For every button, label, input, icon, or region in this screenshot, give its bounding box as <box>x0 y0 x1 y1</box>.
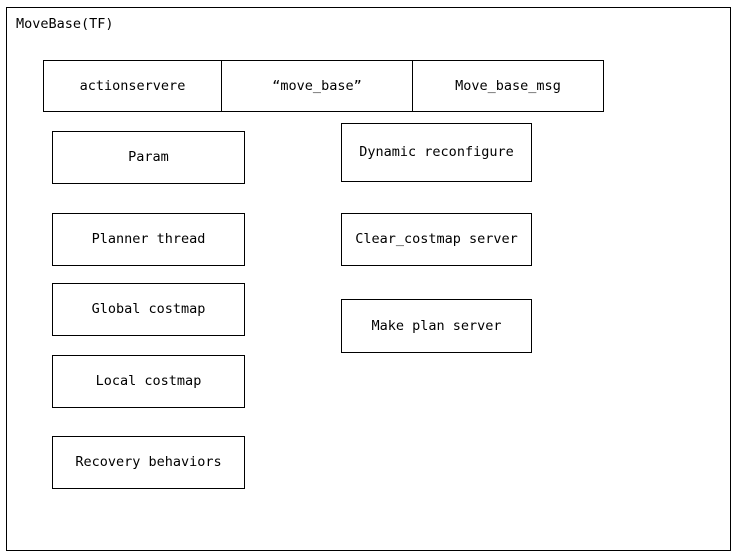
box-param-label: Param <box>128 149 169 165</box>
box-param[interactable]: Param <box>52 131 245 184</box>
box-local-costmap[interactable]: Local costmap <box>52 355 245 408</box>
box-dynamic-reconfigure[interactable]: Dynamic reconfigure <box>341 123 532 182</box>
frame-title: MoveBase(TF) <box>16 16 114 32</box>
top-cell-move-base-label: “move_base” <box>272 77 362 94</box>
box-make-plan-server[interactable]: Make plan server <box>341 299 532 353</box>
box-recovery-behaviors-label: Recovery behaviors <box>75 454 222 470</box>
top-row-group: actionservere “move_base” Move_base_msg <box>43 60 604 112</box>
box-planner-thread-label: Planner thread <box>91 231 206 247</box>
top-cell-move-base-msg[interactable]: Move_base_msg <box>412 61 603 111</box>
box-recovery-behaviors[interactable]: Recovery behaviors <box>52 436 245 489</box>
top-cell-move-base-msg-label: Move_base_msg <box>455 77 561 94</box>
box-dynamic-reconfigure-label: Dynamic reconfigure <box>359 144 514 160</box>
top-cell-actionserver[interactable]: actionservere <box>44 61 221 111</box>
top-cell-move-base[interactable]: “move_base” <box>221 61 412 111</box>
movebase-container-frame: MoveBase(TF) actionservere “move_base” M… <box>6 7 731 551</box>
box-planner-thread[interactable]: Planner thread <box>52 213 245 266</box>
box-clear-costmap-server[interactable]: Clear_costmap server <box>341 213 532 266</box>
box-local-costmap-label: Local costmap <box>95 373 202 389</box>
top-cell-actionserver-label: actionservere <box>79 77 186 94</box>
box-global-costmap[interactable]: Global costmap <box>52 283 245 336</box>
box-clear-costmap-server-label: Clear_costmap server <box>355 231 518 247</box>
box-global-costmap-label: Global costmap <box>91 301 206 317</box>
box-make-plan-server-label: Make plan server <box>371 317 502 334</box>
